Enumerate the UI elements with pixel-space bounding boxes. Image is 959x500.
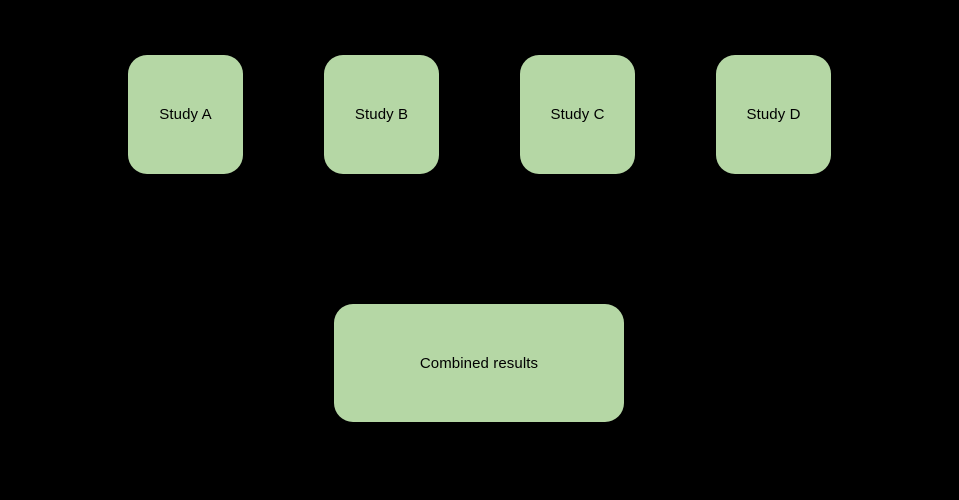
node-study-d-label: Study D <box>746 106 801 123</box>
node-study-a-label: Study A <box>159 106 212 123</box>
node-combined-results[interactable]: Combined results <box>334 304 624 422</box>
node-combined-results-label: Combined results <box>419 354 539 372</box>
node-study-c[interactable]: Study C <box>520 55 635 174</box>
node-study-c-label: Study C <box>550 106 605 123</box>
node-study-a[interactable]: Study A <box>128 55 243 174</box>
node-study-d[interactable]: Study D <box>716 55 831 174</box>
node-study-b[interactable]: Study B <box>324 55 439 174</box>
node-study-b-label: Study B <box>354 106 409 123</box>
